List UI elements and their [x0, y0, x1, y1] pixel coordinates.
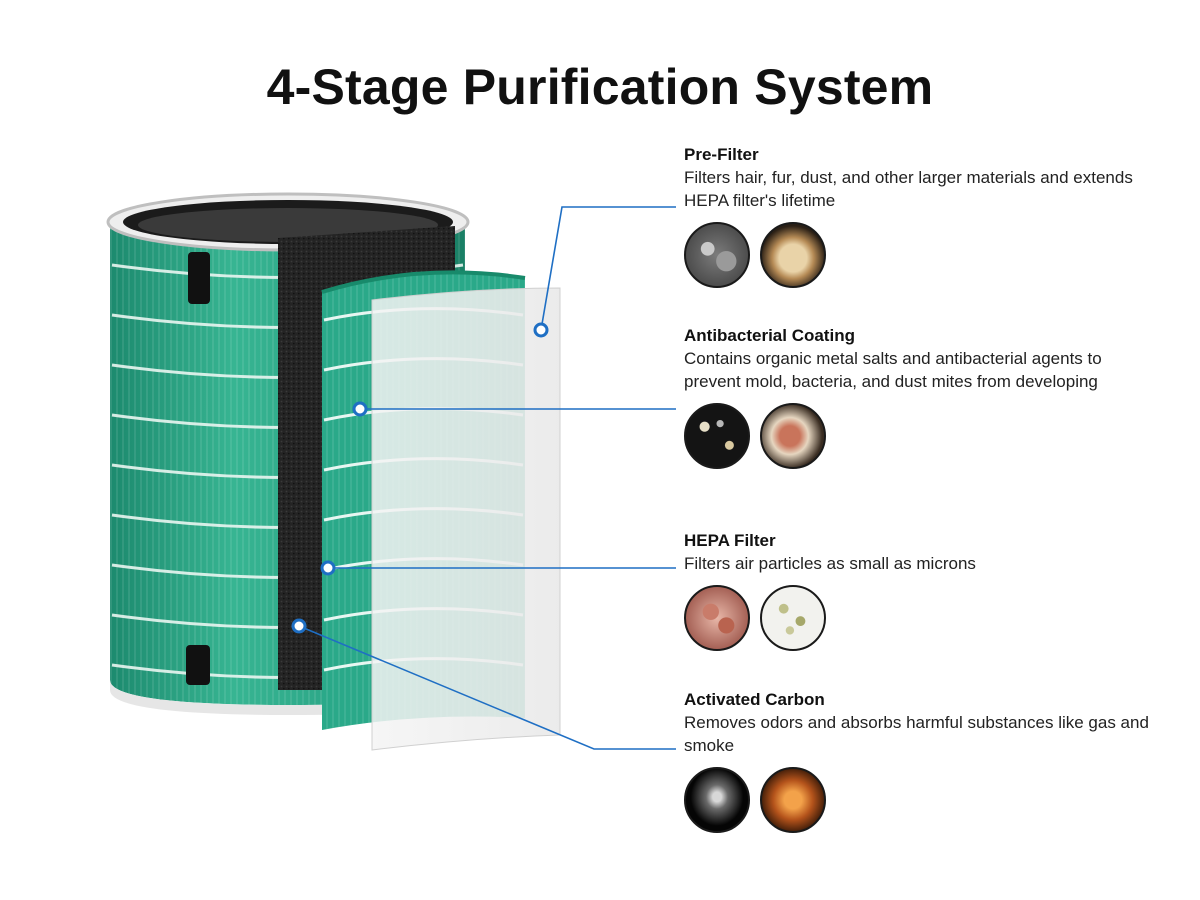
mold-photo: [684, 403, 750, 469]
prefilter-sheet: [371, 287, 561, 751]
smoke-photo: [684, 767, 750, 833]
bacteria-photo: [684, 585, 750, 651]
callout-line-carbon: [298, 625, 676, 750]
stage-prefilter: Pre-Filter Filters hair, fur, dust, and …: [684, 144, 1154, 288]
page-title: 4-Stage Purification System: [266, 59, 934, 115]
callout-dot-antibacterial: [352, 401, 368, 417]
stage-carbon: Activated Carbon Removes odors and absor…: [684, 689, 1154, 833]
callout-dot-hepa: [320, 560, 336, 576]
callout-line-prefilter: [540, 206, 676, 331]
stage-description: Filters hair, fur, dust, and other large…: [684, 168, 1133, 210]
stage-description: Filters air particles as small as micron…: [684, 554, 976, 573]
stage-title: Antibacterial Coating: [684, 326, 855, 345]
dust-mite-photo: [760, 403, 826, 469]
stage-antibacterial: Antibacterial Coating Contains organic m…: [684, 325, 1154, 469]
callout-dot-carbon: [291, 618, 307, 634]
stage-description: Removes odors and absorbs harmful substa…: [684, 713, 1149, 755]
carbon-photo: [760, 767, 826, 833]
pull-tab-top: [188, 252, 210, 304]
particles-photo: [760, 585, 826, 651]
stage-title: Pre-Filter: [684, 145, 759, 164]
stage-title: HEPA Filter: [684, 531, 776, 550]
dust-photo: [684, 222, 750, 288]
fur-photo: [760, 222, 826, 288]
callout-dot-prefilter: [533, 322, 549, 338]
stage-title: Activated Carbon: [684, 690, 825, 709]
pull-tab-bottom: [186, 645, 210, 685]
stage-hepa: HEPA Filter Filters air particles as sma…: [684, 530, 1154, 651]
stage-description: Contains organic metal salts and antibac…: [684, 349, 1102, 391]
